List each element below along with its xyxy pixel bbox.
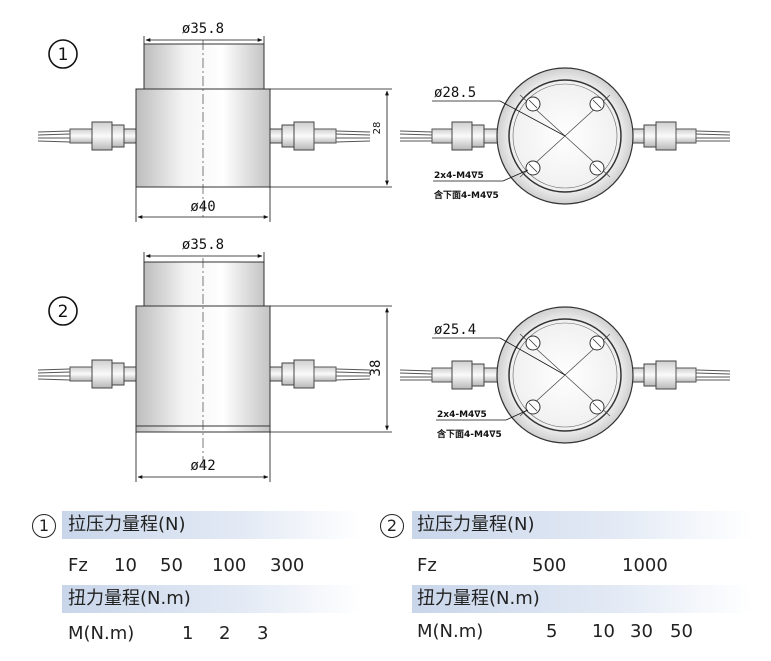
- spec-left-fz-value-4: 300: [270, 555, 305, 576]
- model2-top-view: ø25.4 2x4-M4∇5 含下面4-M4∇5: [399, 306, 731, 444]
- model1-left-cable: [37, 121, 137, 151]
- spec-right-m-label: M(N.m): [417, 621, 484, 642]
- model1-height: 28: [372, 122, 383, 135]
- model2-right-cable: [269, 359, 371, 389]
- spec-left-torque-band: [62, 585, 362, 613]
- spec-left-range-title: 拉压力量程(N): [68, 514, 186, 535]
- spec-right-m-value-3: 30: [630, 621, 653, 642]
- spec-panel-right: 2 拉压力量程(N) Fz 500 1000 扭力量程(N.m) M(N.m) …: [380, 505, 771, 655]
- model2-hole-note-1: 2x4-M4∇5: [437, 410, 487, 420]
- spec-left-marker: 1: [32, 514, 56, 538]
- model1-hole-note-1: 2x4-M4∇5: [434, 171, 484, 181]
- spec-panel-left: 1 拉压力量程(N) Fz 10 50 100 300 扭力量程(N.m) M(…: [0, 505, 380, 655]
- spec-right-marker: 2: [380, 514, 404, 538]
- model1-top-view: ø28.5 2x4-M4∇5 含下面4-M4∇5: [399, 67, 731, 205]
- model1-marker-text: 1: [58, 45, 69, 65]
- spec-right-m-value-4: 50: [670, 621, 693, 642]
- model2-height: 38: [368, 360, 384, 377]
- model1-pcd: ø28.5: [434, 85, 476, 101]
- spec-right-range-title: 拉压力量程(N): [417, 514, 535, 535]
- spec-left-m-value-1: 1: [182, 623, 194, 644]
- spec-left-m-value-3: 3: [257, 623, 269, 644]
- spec-right-fz-label: Fz: [417, 555, 437, 576]
- technical-drawing: 1 ø35.8 ø40: [37, 21, 731, 482]
- spec-left-m-label: M(N.m): [68, 623, 135, 644]
- model2-side-view: 2 ø35.8 ø42 38: [37, 237, 392, 482]
- model2-pcd: ø25.4: [434, 322, 476, 338]
- spec-right-fz-value-2: 1000: [622, 555, 668, 576]
- model2-top-plate: [143, 261, 265, 307]
- spec-right-range-band: [412, 511, 752, 539]
- spec-left-torque-title: 扭力量程(N.m): [68, 588, 191, 609]
- model1-hole-note-2: 含下面4-M4∇5: [433, 189, 499, 201]
- model1-marker-circle: [48, 39, 78, 69]
- model2-marker-text: 2: [58, 302, 69, 322]
- spec-right-torque-band: [412, 585, 752, 613]
- spec-right-torque-title: 扭力量程(N.m): [417, 588, 540, 609]
- model2-top-diameter: ø35.8: [182, 237, 224, 253]
- model1-inner-ring: [508, 79, 622, 193]
- model1-right-cable: [269, 121, 371, 151]
- model1-top-diameter: ø35.8: [182, 21, 224, 37]
- spec-right-fz-value-1: 500: [532, 555, 567, 576]
- spec-left-fz-value-3: 100: [212, 555, 247, 576]
- model2-hole-note-2: 含下面4-M4∇5: [436, 428, 502, 440]
- spec-right-m-value-1: 5: [546, 621, 558, 642]
- spec-left-fz-value-1: 10: [114, 555, 137, 576]
- spec-left-fz-label: Fz: [68, 555, 88, 576]
- model2-left-cable: [37, 359, 137, 389]
- spec-left-range-band: [62, 511, 362, 539]
- model2-marker-circle: [48, 296, 78, 326]
- model2-bottom-diameter: ø42: [190, 458, 215, 474]
- model1-side-view: 1 ø35.8 ø40: [37, 21, 392, 222]
- spec-left-fz-value-2: 50: [160, 555, 183, 576]
- model2-inner-ring: [508, 318, 622, 432]
- spec-right-m-value-2: 10: [592, 621, 615, 642]
- model1-top-plate: [143, 43, 265, 90]
- model1-bottom-diameter: ø40: [190, 199, 215, 215]
- spec-left-m-value-2: 2: [219, 623, 231, 644]
